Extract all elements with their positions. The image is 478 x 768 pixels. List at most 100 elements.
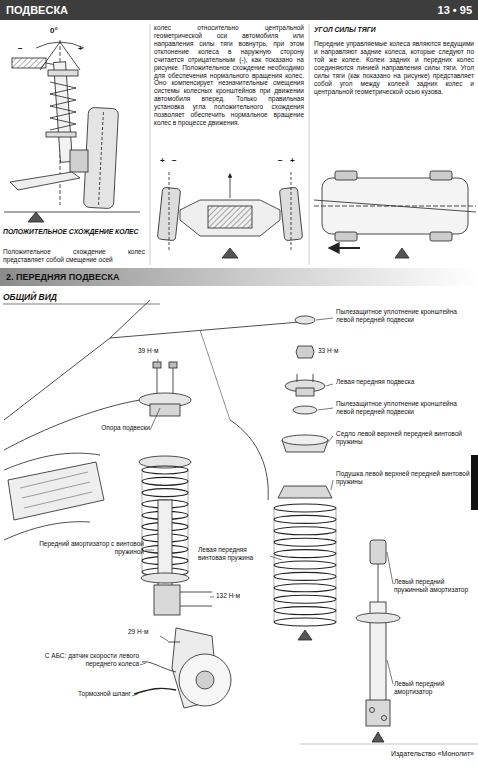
strut-assembly [153, 362, 161, 368]
car-body [110, 300, 150, 338]
spring-coil [274, 607, 336, 615]
toe-figure [54, 62, 73, 163]
leader-line [210, 597, 214, 598]
strut-assembly [142, 662, 176, 672]
toe-figure [50, 82, 76, 130]
toe-figure [28, 212, 44, 222]
section-title: ПОДВЕСКА [6, 4, 68, 16]
leader-line [318, 408, 333, 410]
part-name: Передний амортизатор с винтовой пружиной [38, 540, 144, 556]
sign-mark: − [278, 156, 288, 166]
column-rule [309, 24, 310, 265]
leader-line [387, 660, 393, 684]
leader-line [140, 663, 146, 665]
exploded-parts [366, 700, 390, 726]
car-body [8, 462, 104, 520]
leader-line [387, 552, 393, 584]
footer-rule [300, 744, 478, 745]
toe-figure [83, 107, 118, 208]
subframe-figure [291, 172, 292, 252]
exploded-parts [313, 374, 314, 382]
spring-coil [274, 527, 336, 535]
spring-coil [274, 515, 336, 523]
leader-line [316, 318, 333, 320]
sign-mark: − [172, 156, 182, 166]
exploded-parts [356, 613, 400, 623]
toe-figure [4, 212, 140, 213]
toe-figure [99, 112, 104, 205]
figure-heading: ПОЛОЖИТЕЛЬНОЕ СХОЖДЕНИЕ КОЛЕС [3, 228, 145, 236]
strut-assembly [134, 362, 231, 708]
exploded-parts [278, 486, 332, 498]
exploded-parts [298, 630, 312, 640]
leader-line [160, 636, 168, 641]
subframe-figure [230, 174, 231, 198]
toe-figure [36, 42, 84, 48]
thrust-figure [314, 171, 476, 258]
strut-assembly [196, 671, 214, 689]
exploded-parts [370, 540, 386, 564]
header-bar: ПОДВЕСКА13 • 95 [0, 0, 478, 20]
leader-line [145, 550, 154, 551]
thrust-figure [430, 232, 452, 241]
strut-assembly [169, 362, 177, 368]
thrust-figure [335, 232, 357, 241]
torque-value: 29 Н·м [128, 628, 162, 636]
spring-coil [142, 466, 188, 474]
part-name: Опора подвески [70, 424, 150, 432]
spring-coil [274, 584, 336, 592]
part-name: Левая передняя подвеска [336, 378, 474, 386]
leader-line [132, 359, 282, 696]
part-name: Седло левой верхней передней винтовой пр… [336, 430, 474, 446]
car-body [4, 522, 90, 540]
spring-outline [274, 508, 275, 622]
exploded-parts [295, 316, 315, 324]
strut-assembly [180, 606, 212, 607]
leader-line [331, 480, 333, 490]
sign-mark: − [18, 44, 30, 54]
toe-figure [10, 172, 80, 190]
section-band: 2. ПЕРЕДНЯЯ ПОДВЕСКА [0, 268, 478, 286]
spring-outline [336, 508, 337, 622]
leader-line [316, 318, 393, 684]
car-body [4, 322, 300, 420]
spring-coil [274, 504, 336, 512]
leader-line [270, 556, 282, 560]
exploded-parts [378, 564, 379, 602]
subframe-figure [208, 206, 252, 228]
subframe-figure [180, 200, 280, 236]
spring-coil [274, 561, 336, 569]
strut-assembly [150, 404, 180, 416]
exploded-parts [296, 346, 314, 358]
thumb-tab [471, 455, 478, 510]
spring-outline [142, 470, 143, 572]
exploded-parts [370, 708, 375, 713]
strut-assembly [134, 688, 176, 694]
figure-heading: УГОЛ СИЛЫ ТЯГИ [314, 26, 474, 34]
leader-line [328, 436, 333, 442]
spring-coil [274, 572, 336, 580]
subheading: ОБЩИЙ ВИД [3, 292, 163, 302]
toe-figure [46, 132, 76, 137]
spring-coil [274, 550, 336, 558]
part-name: Левый передний пружинный амортизатор [394, 578, 474, 594]
heading-rule [3, 304, 160, 305]
toe-figure [4, 40, 140, 222]
part-name: Подушка левой верхней передней винтовой … [336, 470, 474, 486]
strut-assembly [168, 642, 180, 643]
leader-line [326, 384, 333, 386]
thrust-figure [430, 171, 452, 180]
part-name: Левый передний амортизатор [394, 680, 474, 696]
body-text: Положительное схождение колес представля… [3, 248, 145, 264]
torque-value: 132 Н·м [216, 592, 266, 600]
leader-line [132, 694, 138, 696]
strut-assembly [180, 592, 212, 593]
part-name: С АБС: датчик скорости левого переднего … [22, 652, 139, 668]
section-title: 2. ПЕРЕДНЯЯ ПОДВЕСКА [6, 272, 120, 282]
strut-assembly [179, 654, 231, 706]
leader-line [158, 359, 159, 362]
part-name: Тормозной шланг [50, 690, 131, 698]
exploded-parts [372, 732, 384, 742]
spring-outline [188, 470, 189, 572]
